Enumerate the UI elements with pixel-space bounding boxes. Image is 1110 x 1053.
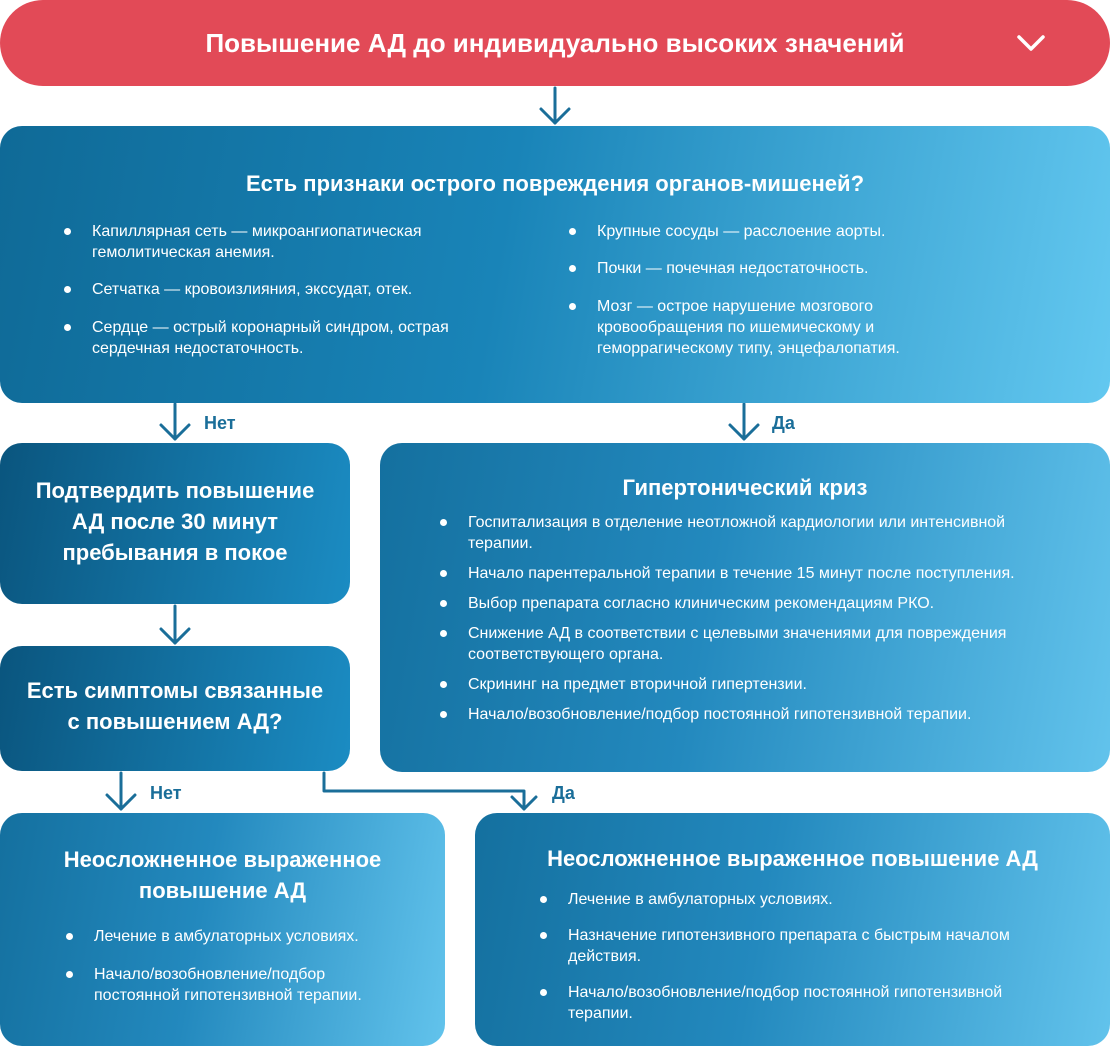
confirm-box: Подтвердить повышение АД после 30 минут …: [0, 443, 350, 604]
crisis-list: Госпитализация в отделение неотложной ка…: [440, 512, 1050, 725]
list-item: Сетчатка — кровоизлияния, экссудат, отек…: [64, 279, 464, 300]
list-item: Начало/возобновление/подбор постоянной г…: [66, 964, 406, 1006]
uncomplicated-right-title: Неосложненное выраженное повышение АД: [547, 846, 1038, 871]
uncomplicated-left-title: Неосложненное выраженное повышение АД: [63, 847, 382, 903]
list-item: Капиллярная сеть — микроангиопатическая …: [64, 221, 464, 263]
list-item: Лечение в амбулаторных условиях.: [540, 889, 1060, 910]
list-item: Назначение гипотензивного препарата с бы…: [540, 925, 1060, 967]
label-yes: Да: [552, 783, 575, 803]
list-item: Скрининг на предмет вторичной гипертензи…: [440, 674, 1050, 695]
chevron-down-icon[interactable]: [1016, 30, 1046, 56]
arrow-down-icon: [159, 402, 191, 441]
list-item: Мозг — острое нарушение мозгового кровоо…: [569, 296, 949, 359]
label-no: Нет: [204, 413, 236, 433]
list-item: Начало парентеральной терапии в течение …: [440, 563, 1050, 584]
crisis-title: Гипертонический криз: [622, 475, 868, 500]
header-title: Повышение АД до индивидуально высоких зн…: [205, 28, 905, 58]
list-item: Почки — почечная недостаточность.: [569, 258, 949, 279]
arrow-down-icon: [159, 604, 191, 645]
label-yes: Да: [772, 413, 795, 433]
crisis-box: Гипертонический криз Госпитализация в от…: [380, 443, 1110, 772]
arrow-down-icon: [728, 402, 760, 441]
label-no: Нет: [150, 783, 182, 803]
uncomplicated-left-box: Неосложненное выраженное повышение АД Ле…: [0, 813, 445, 1046]
symptoms-box: Есть симптомы связанные с повышением АД?: [0, 646, 350, 771]
arrow-down-icon: [322, 771, 538, 811]
list-item: Лечение в амбулаторных условиях.: [66, 926, 406, 947]
confirm-title: Подтвердить повышение АД после 30 минут …: [35, 478, 315, 565]
list-item: Выбор препарата согласно клиническим рек…: [440, 593, 1050, 614]
arrow-down-icon: [105, 771, 137, 811]
list-item: Госпитализация в отделение неотложной ка…: [440, 512, 1050, 554]
list-item: Начало/возобновление/подбор постоянной г…: [540, 982, 1060, 1024]
uncomplicated-left-list: Лечение в амбулаторных условиях. Начало/…: [66, 926, 406, 1006]
list-item: Крупные сосуды — расслоение аорты.: [569, 221, 949, 242]
list-item: Начало/возобновление/подбор постоянной г…: [440, 704, 1050, 725]
uncomplicated-right-list: Лечение в амбулаторных условиях. Назначе…: [540, 889, 1060, 1024]
uncomplicated-right-box: Неосложненное выраженное повышение АД Ле…: [475, 813, 1110, 1046]
symptoms-title: Есть симптомы связанные с повышением АД?: [26, 678, 324, 734]
list-item: Снижение АД в соответствии с целевыми зн…: [440, 623, 1050, 665]
header-bar[interactable]: Повышение АД до индивидуально высоких зн…: [0, 0, 1110, 86]
organ-damage-question: Есть признаки острого повреждения органо…: [245, 171, 865, 196]
list-item: Сердце — острый коронарный синдром, остр…: [64, 317, 464, 359]
organ-damage-box: Есть признаки острого повреждения органо…: [0, 126, 1110, 403]
organ-damage-left-list: Капиллярная сеть — микроангиопатическая …: [64, 221, 464, 359]
arrow-down-icon: [539, 86, 571, 125]
organ-damage-right-list: Крупные сосуды — расслоение аорты. Почки…: [569, 221, 949, 359]
